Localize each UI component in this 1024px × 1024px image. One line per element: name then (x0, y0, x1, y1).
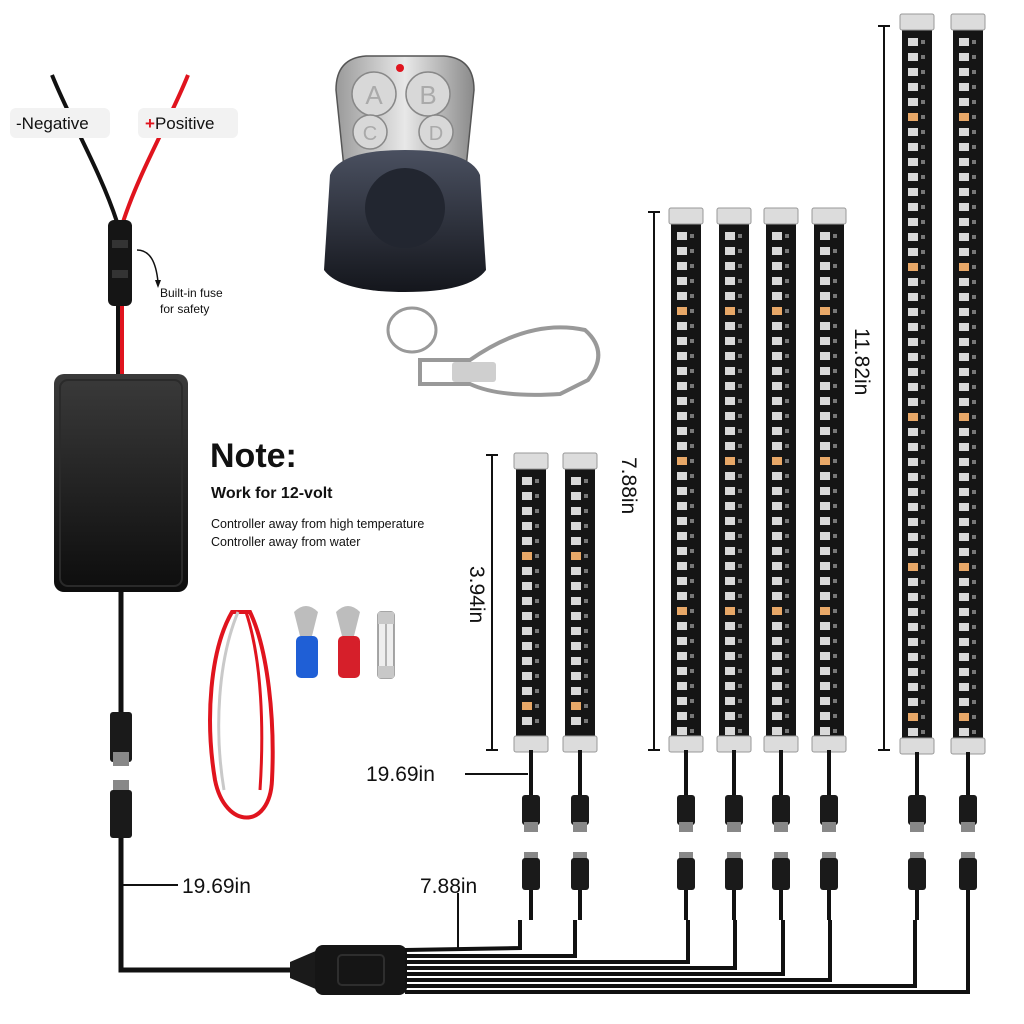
led-strip-medium (763, 207, 799, 920)
note-line-2: Controller away from water (211, 535, 360, 549)
spade-terminal-red (336, 606, 360, 678)
led-strip-medium (716, 207, 752, 920)
negative-label: -Negative (10, 108, 110, 138)
accessories (208, 606, 395, 820)
remote-control: A B C D (324, 55, 601, 397)
dimension-brackets (465, 25, 890, 775)
splitter-cable-length: 7.88in (420, 875, 477, 898)
svg-text:C: C (363, 123, 377, 145)
strip-cable-length: 19.69in (366, 763, 435, 786)
fuse-holder (108, 220, 132, 306)
led-strip-long (899, 13, 935, 920)
note-subtitle: Work for 12-volt (211, 485, 333, 502)
positive-word: Positive (155, 114, 215, 133)
fuse-caption-line-2: for safety (160, 302, 209, 316)
note-title: Note: (210, 437, 297, 475)
controller-box (54, 374, 188, 592)
led-strip-medium (811, 207, 847, 920)
medium-strip-length: 7.88in (617, 457, 640, 514)
svg-text:B: B (419, 80, 436, 110)
led-strip-short (562, 452, 598, 920)
svg-text:-Negative: -Negative (16, 114, 89, 133)
glass-fuse (377, 611, 395, 679)
svg-text:A: A (365, 80, 383, 110)
fuse-caption-line-1: Built-in fuse (160, 286, 223, 300)
remote-button-b[interactable]: B (405, 71, 451, 117)
svg-text:D: D (429, 123, 443, 145)
wire-coil (208, 610, 275, 820)
remote-button-c[interactable]: C (352, 114, 388, 150)
splitter-cables (404, 893, 970, 994)
led-strips (513, 13, 986, 920)
splitter-hub (290, 945, 407, 995)
power-wires (50, 74, 190, 375)
led-strip-short (513, 452, 549, 920)
note-line-1: Controller away from high temperature (211, 517, 424, 531)
controller-cable (110, 592, 295, 973)
positive-label: +Positive (138, 108, 238, 138)
remote-button-a[interactable]: A (351, 71, 397, 117)
keyring (386, 306, 438, 354)
controller-cable-length: 19.69in (182, 875, 251, 898)
positive-sign: + (145, 114, 155, 133)
short-strip-length: 3.94in (465, 566, 488, 623)
led-strip-long (950, 13, 986, 920)
spade-terminal-blue (294, 606, 318, 678)
lobster-clasp (418, 325, 601, 397)
svg-text:+Positive: +Positive (145, 114, 214, 133)
long-strip-length: 11.82in (850, 328, 873, 395)
remote-button-d[interactable]: D (418, 114, 454, 150)
led-strip-medium (668, 207, 704, 920)
